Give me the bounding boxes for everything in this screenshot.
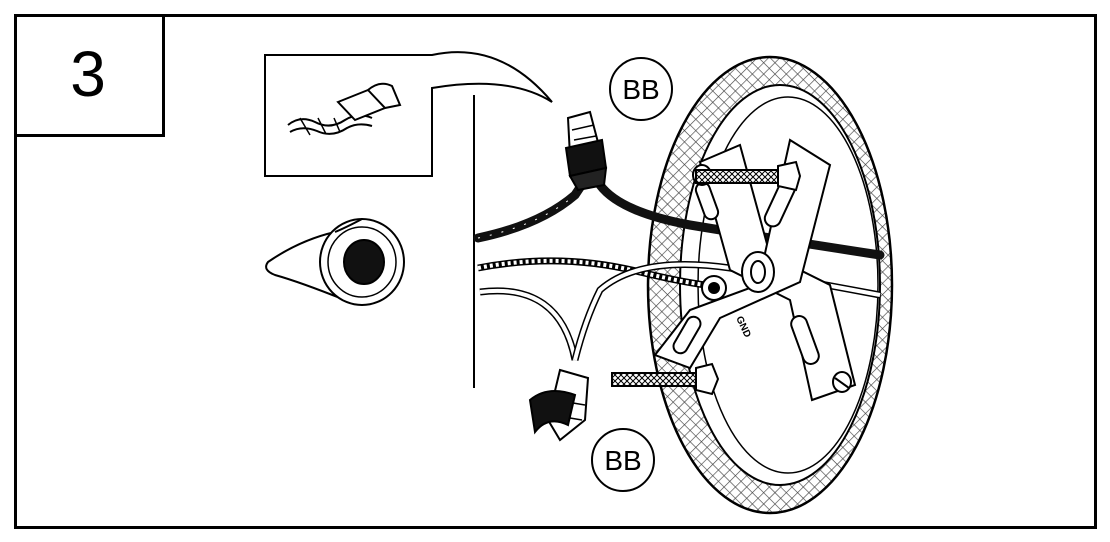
step-number: 3 xyxy=(70,38,106,110)
callout-bb-bottom-label: BB xyxy=(604,445,641,476)
mounting-screw-bottom xyxy=(611,362,720,396)
black-wire-supply xyxy=(595,180,885,260)
inset-twisted-wire xyxy=(264,51,553,177)
black-wire-fixture xyxy=(473,175,590,243)
callout-bb-top-label: BB xyxy=(622,74,659,105)
step-number-box: 3 xyxy=(14,14,165,137)
wire-connector-top xyxy=(564,110,608,192)
mounting-screw-top xyxy=(695,160,802,192)
wire-connector-bottom xyxy=(528,368,590,442)
callout-bb-bottom: BB xyxy=(591,428,655,492)
step-frame xyxy=(14,14,1097,529)
electrical-tape-roll xyxy=(265,218,405,306)
callout-bb-top: BB xyxy=(609,57,673,121)
crossbar-strap: GND xyxy=(653,138,857,402)
